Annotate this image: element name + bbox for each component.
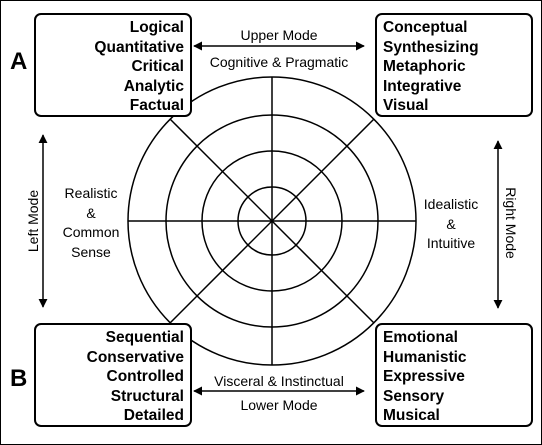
lower-mode-title: Lower Mode: [240, 397, 318, 413]
quadrant-c-item: Emotional: [383, 329, 458, 346]
left-mode-line: Sense: [71, 243, 111, 260]
quadrant-b-item: Sequential: [105, 329, 184, 346]
quadrant-a-item: Quantitative: [94, 38, 184, 56]
quadrant-c-box: Emotional Humanistic Expressive Sensory …: [375, 323, 533, 427]
quadrant-a-item: Logical: [129, 19, 184, 36]
right-mode-line: Intuitive: [426, 235, 476, 251]
left-mode-line: Realistic: [64, 185, 118, 201]
quadrant-c-item: Expressive: [383, 368, 465, 386]
quadrant-b-item: Detailed: [123, 407, 184, 425]
quadrant-b-item: Conservative: [86, 348, 184, 366]
upper-mode-title: Upper Mode: [240, 27, 318, 43]
quadrant-d-item: Visual: [383, 97, 429, 115]
right-mode-line: Idealistic: [423, 196, 479, 212]
quadrant-d-item: Conceptual: [383, 19, 468, 36]
quadrant-d-item: Integrative: [383, 77, 462, 95]
quadrant-b-box: Sequential Conservative Controlled Struc…: [34, 323, 192, 427]
quadrant-c-item: Humanistic: [383, 348, 467, 366]
quadrant-b-item: Structural: [110, 387, 184, 405]
quadrant-b-item: Controlled: [106, 368, 185, 386]
quadrant-a-item: Critical: [131, 58, 184, 76]
quadrant-d-item: Synthesizing: [383, 38, 479, 56]
quadrant-a-letter: A: [10, 48, 28, 75]
quadrant-d-box: Conceptual Synthesizing Metaphoric Integ…: [375, 13, 533, 117]
quadrant-b-letter: B: [10, 365, 28, 392]
quadrant-d-item: Metaphoric: [383, 58, 466, 76]
right-mode-line: &: [446, 215, 456, 232]
left-mode-label: Left Mode: [25, 189, 41, 253]
brain-wheel: [127, 76, 417, 366]
right-mode-description: Idealistic & Intuitive: [409, 195, 493, 254]
quadrant-a-box: Logical Quantitative Critical Analytic F…: [34, 13, 192, 117]
quadrant-c-item: Sensory: [383, 387, 445, 405]
left-mode-description: Realistic & Common Sense: [49, 184, 133, 262]
quadrant-a-item: Analytic: [123, 77, 184, 95]
quadrant-c-item: Musical: [383, 407, 440, 425]
right-mode-label: Right Mode: [503, 187, 519, 259]
quadrant-a-item: Factual: [129, 97, 184, 115]
left-mode-line: Common: [62, 224, 120, 240]
lower-mode-subtitle: Visceral & Instinctual: [214, 373, 344, 389]
wheel-spoke-diagonal-2: [169, 118, 375, 324]
left-mode-line: &: [86, 204, 96, 221]
upper-mode-subtitle: Cognitive & Pragmatic: [209, 54, 349, 70]
